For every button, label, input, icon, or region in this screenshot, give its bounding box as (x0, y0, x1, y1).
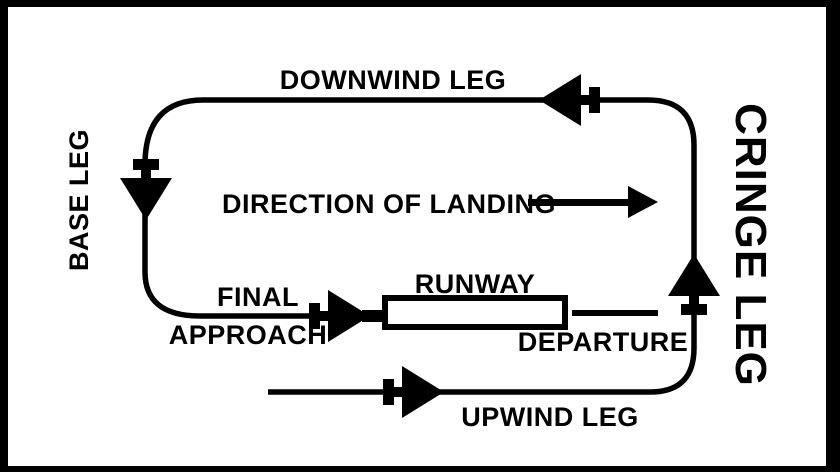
final-label: FINAL (217, 282, 299, 312)
departure-label: DEPARTURE (518, 327, 689, 357)
frame-left-bar (0, 0, 8, 472)
runway-rectangle (382, 295, 568, 330)
airplane-icon-downwind (539, 74, 600, 126)
crosswind-leg-label: CRINGE LEG (726, 103, 775, 387)
frame-bottom-bar (0, 466, 840, 472)
approach-label: APPROACH (169, 320, 328, 350)
direction-of-landing-label: DIRECTION OF LANDING (222, 189, 556, 219)
frame-right-bar (826, 0, 840, 472)
airplane-icon-base (120, 159, 172, 220)
final-approach-connector (362, 310, 388, 322)
downwind-leg-label: DOWNWIND LEG (280, 65, 506, 95)
upwind-leg-label: UPWIND LEG (461, 402, 639, 432)
arrow-right-icon (528, 186, 658, 218)
base-leg-label: BASE LEG (64, 129, 94, 271)
frame-top-bar (0, 0, 840, 7)
airplane-icon-crosswind (668, 254, 720, 315)
runway-label: RUNWAY (415, 269, 536, 299)
pattern-circuit-line (142, 97, 697, 395)
airplane-icon-upwind (383, 366, 444, 418)
